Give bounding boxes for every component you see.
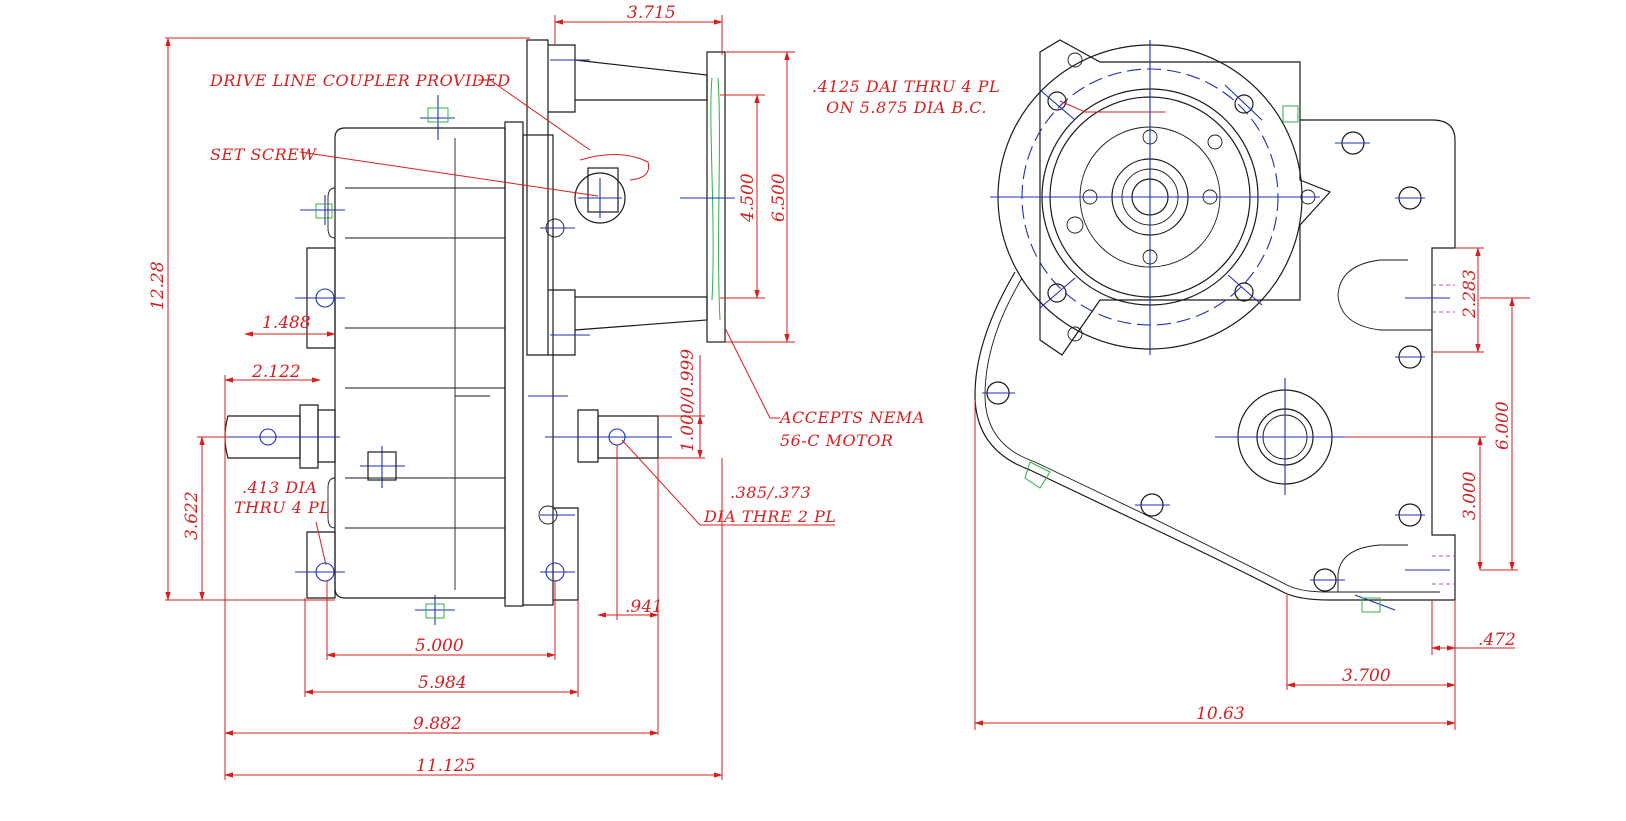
dim-6500: 6.500 [769, 173, 789, 222]
dim-472: .472 [1478, 630, 1516, 650]
dim-5000: 5.000 [415, 636, 464, 656]
dim-11125: 11.125 [416, 756, 475, 776]
dim-1488: 1.488 [262, 313, 311, 333]
note-hole-413-line2: THRU 4 PL [234, 498, 330, 517]
dim-2122: 2.122 [251, 362, 301, 382]
dim-9882: 9.882 [413, 714, 462, 734]
note-set-screw: SET SCREW [210, 145, 317, 164]
note-flange-holes-line1: .4125 DAI THRU 4 PL [812, 77, 1000, 96]
note-drive-line-coupler: DRIVE LINE COUPLER PROVIDED [209, 71, 511, 90]
dim-5984: 5.984 [418, 673, 467, 693]
dim-941: .941 [625, 597, 663, 617]
dim-1228: 12.28 [148, 261, 168, 310]
side-centerlines [295, 59, 735, 625]
side-dimension-lines [165, 15, 835, 780]
dim-3715: 3.715 [627, 3, 676, 23]
front-centerlines [982, 40, 1450, 611]
note-nema-line2: 56-C MOTOR [780, 431, 893, 450]
motor-adapter [526, 39, 726, 356]
note-hole-413-line1: .413 DIA [242, 478, 317, 497]
output-shaft [545, 409, 672, 463]
note-hole-385-line2: DIA THRE 2 PL [703, 507, 836, 526]
dim-1000: 1.000/0.999 [678, 349, 698, 452]
front-dimension-lines [974, 100, 1530, 730]
dim-2283: 2.283 [1460, 269, 1480, 319]
note-nema-line1: ACCEPTS NEMA [778, 408, 925, 427]
front-view: 2.283 6.000 3.000 .472 3.700 10.63 .4125… [812, 39, 1530, 730]
side-view: 3.715 12.28 1.488 2.122 3.622 4.500 6.50… [148, 3, 925, 780]
front-labels: 2.283 6.000 3.000 .472 3.700 10.63 .4125… [812, 77, 1516, 724]
dim-4500: 4.500 [738, 173, 758, 223]
dim-1063: 10.63 [1196, 704, 1245, 724]
dim-3000: 3.000 [1460, 471, 1480, 520]
front-housing-outline [974, 119, 1456, 601]
side-labels: 3.715 12.28 1.488 2.122 3.622 4.500 6.50… [148, 3, 925, 776]
note-hole-385-line1: .385/.373 [730, 483, 811, 502]
fastener-markers [315, 107, 449, 619]
dim-6000: 6.000 [1493, 401, 1513, 450]
dim-3622: 3.622 [182, 491, 202, 540]
note-flange-holes-line2: ON 5.875 DIA B.C. [826, 98, 987, 117]
gear-housing [306, 121, 579, 607]
dim-3700: 3.700 [1342, 666, 1391, 686]
